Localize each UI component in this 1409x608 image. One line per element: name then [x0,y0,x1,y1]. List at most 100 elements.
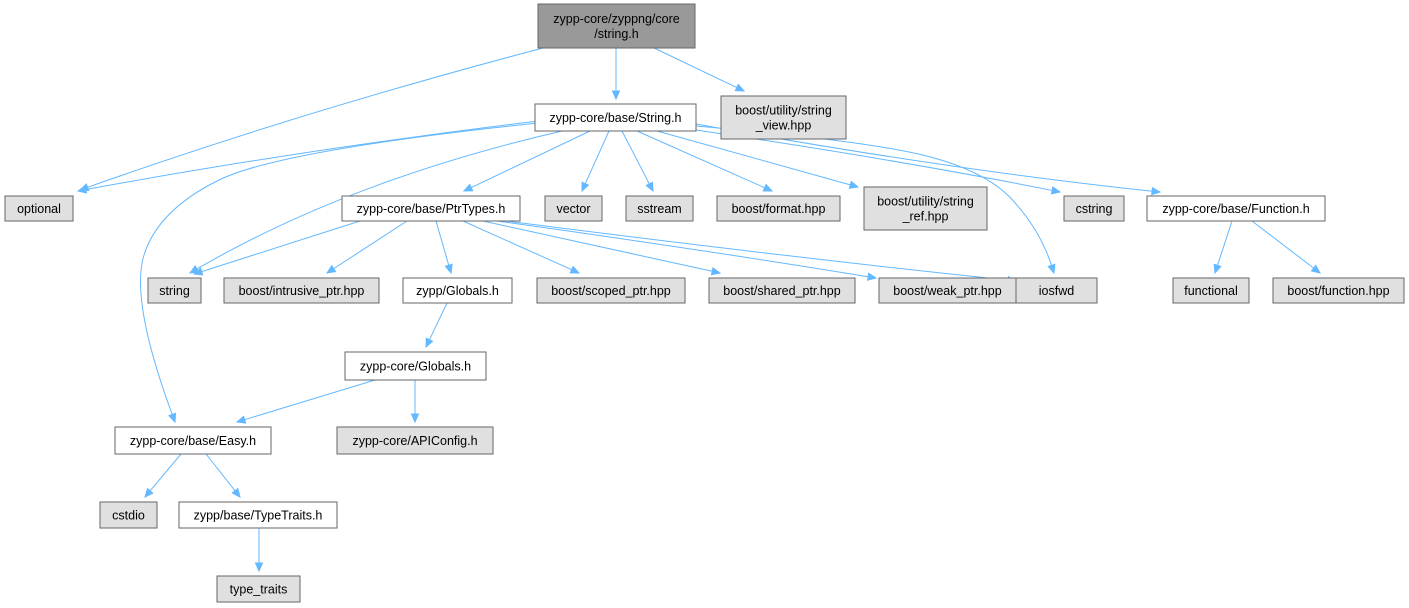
edge-base_string-to-cstring [695,129,1062,195]
node-label: boost/function.hpp [1287,284,1389,298]
node-box [114,426,272,455]
arrow-head [581,181,590,193]
node-base-string[interactable]: zypp-core/base/String.h [534,103,697,132]
edge-line [85,120,539,191]
arrow-head [410,413,420,424]
arrow-head [168,412,177,424]
arrow-head [444,263,453,275]
node-label: vector [556,202,590,216]
node-box [344,351,487,381]
node-box [536,277,686,304]
edge-line [653,47,737,89]
edge-line [201,220,361,273]
edge-ptrtypes-to-zypp_globals [435,220,453,275]
node-core-globals[interactable]: zypp-core/Globals.h [344,351,487,381]
edge-ptrtypes-to-string [192,220,361,276]
edge-function_h-to-functional [1213,220,1233,275]
arrow-head [254,562,264,573]
node-easy[interactable]: zypp-core/base/Easy.h [114,426,272,455]
node-sstream: sstream [625,195,694,222]
node-box [1063,195,1125,222]
node-label: /string.h [594,27,639,41]
nodes-layer: zypp-core/zyppng/core/string.h zypp-core/… [4,3,1405,603]
edge-line [244,379,376,421]
edge-line [505,220,1009,281]
edge-base_string-to-optional [76,120,539,194]
edge-ptrtypes-to-weak_ptr [496,220,878,281]
node-box [534,103,697,132]
edges-layer [76,47,1321,573]
node-box [1015,277,1098,304]
node-box [537,3,696,49]
node-functional: functional [1172,277,1250,304]
node-root: zypp-core/zyppng/core/string.h [537,3,696,49]
node-label: zypp/base/TypeTraits.h [194,509,323,523]
arrow-head [235,415,247,424]
node-box [720,95,847,140]
edge-core_globals-to-apiconfig [410,380,420,424]
node-type-traits: type_traits [216,575,301,603]
node-label: cstring [1076,202,1113,216]
node-label: iosfwd [1039,284,1074,298]
node-label: zypp-core/base/Function.h [1162,202,1309,216]
node-label: zypp-core/APIConfig.h [352,434,477,448]
node-function-h[interactable]: zypp-core/base/Function.h [1146,195,1326,222]
edge-line [621,130,650,185]
node-intrusive-ptr: boost/intrusive_ptr.hpp [223,277,380,304]
edge-function_h-to-boost_function [1251,220,1321,274]
node-label: _ref.hpp [902,210,949,224]
node-format: boost/format.hpp [716,195,841,222]
edge-line [471,130,591,189]
edge-line [333,220,408,270]
edge-core_globals-to-easy [235,379,376,424]
node-weak-ptr: boost/weak_ptr.hpp [878,277,1017,304]
arrow-head [1310,264,1321,274]
arrow-head [645,181,654,193]
arrow-head [710,267,722,276]
edge-ptrtypes-to-intrusive_ptr [325,220,408,274]
edge-line [496,220,869,278]
node-label: boost/scoped_ptr.hpp [551,284,671,298]
node-string: string [147,277,202,304]
node-apiconfig: zypp-core/APIConfig.h [336,426,494,455]
node-box [863,186,988,231]
node-zypp-globals[interactable]: zypp/Globals.h [402,277,513,304]
node-label: functional [1184,284,1238,298]
edge-base_string-to-sstream [621,130,654,193]
edge-zypp_globals-to-core_globals [425,302,448,349]
edge-root-to-string_view [653,47,746,92]
node-boost-function: boost/function.hpp [1272,277,1405,304]
node-box [402,277,513,304]
node-label: optional [17,202,61,216]
node-optional: optional [4,195,74,222]
edge-base_string-to-vector [581,130,610,193]
edge-line [1217,220,1233,266]
node-ptrtypes[interactable]: zypp-core/base/PtrTypes.h [341,195,521,222]
node-box [544,195,603,222]
node-box [99,501,158,529]
edge-line [435,220,450,266]
node-label: zypp-core/Globals.h [360,360,471,374]
node-box [1172,277,1250,304]
edge-line [1251,220,1314,269]
node-typetraits[interactable]: zypp/base/TypeTraits.h [178,501,338,529]
edge-typetraits-to-type_traits [254,528,264,573]
arrow-head [76,185,88,194]
node-box [716,195,841,222]
edge-ptrtypes-to-shared_ptr [482,220,722,276]
arrow-head [144,487,154,498]
arrow-head [192,267,204,276]
edge-line [482,220,713,272]
node-scoped-ptr: boost/scoped_ptr.hpp [536,277,686,304]
node-label: string [159,284,190,298]
node-label: zypp-core/base/String.h [549,111,681,125]
node-box [341,195,521,222]
node-box [4,195,74,222]
node-label: boost/shared_ptr.hpp [723,284,840,298]
node-label: boost/utility/string [735,104,832,118]
node-cstring: cstring [1063,195,1125,222]
node-vector: vector [544,195,603,222]
node-box [216,575,301,603]
arrow-head [1047,263,1056,275]
node-string-ref: boost/utility/string_ref.hpp [863,186,988,231]
